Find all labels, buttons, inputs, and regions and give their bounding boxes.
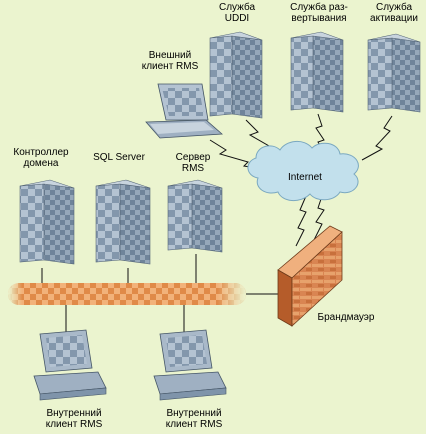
link-internet-firewall-1 bbox=[295, 195, 307, 247]
network-bus bbox=[8, 283, 246, 305]
server-domain-controller bbox=[19, 179, 75, 265]
label-firewall: Брандмауэр bbox=[317, 312, 375, 323]
desktop-computer-icon bbox=[153, 329, 227, 401]
laptop-icon bbox=[145, 83, 223, 139]
label-internet: Internet bbox=[288, 172, 322, 183]
label-deploy: Служба раз- вертывания bbox=[290, 2, 348, 24]
label-external-client: Внешний клиент RMS bbox=[141, 50, 199, 72]
server-rms bbox=[167, 179, 223, 253]
server-sql bbox=[95, 179, 151, 265]
label-rms-server: Сервер RMS bbox=[175, 152, 211, 174]
label-domain-controller: Контроллер домена bbox=[13, 147, 69, 169]
link-activation-internet bbox=[361, 115, 393, 161]
link-internet-firewall-2 bbox=[313, 195, 325, 241]
server-activation bbox=[367, 33, 421, 113]
label-internal-client-2: Внутренний клиент RMS bbox=[165, 408, 223, 430]
label-internal-client-1: Внутренний клиент RMS bbox=[45, 408, 103, 430]
cloud-icon bbox=[247, 141, 359, 201]
server-deploy bbox=[290, 31, 344, 113]
desktop-computer-icon bbox=[33, 329, 107, 401]
server-uddi bbox=[209, 31, 263, 119]
label-uddi: Служба UDDI bbox=[218, 2, 256, 24]
brick-wall-icon bbox=[277, 225, 343, 327]
label-sql-server: SQL Server bbox=[93, 152, 145, 163]
label-activation: Служба активации bbox=[370, 2, 418, 24]
